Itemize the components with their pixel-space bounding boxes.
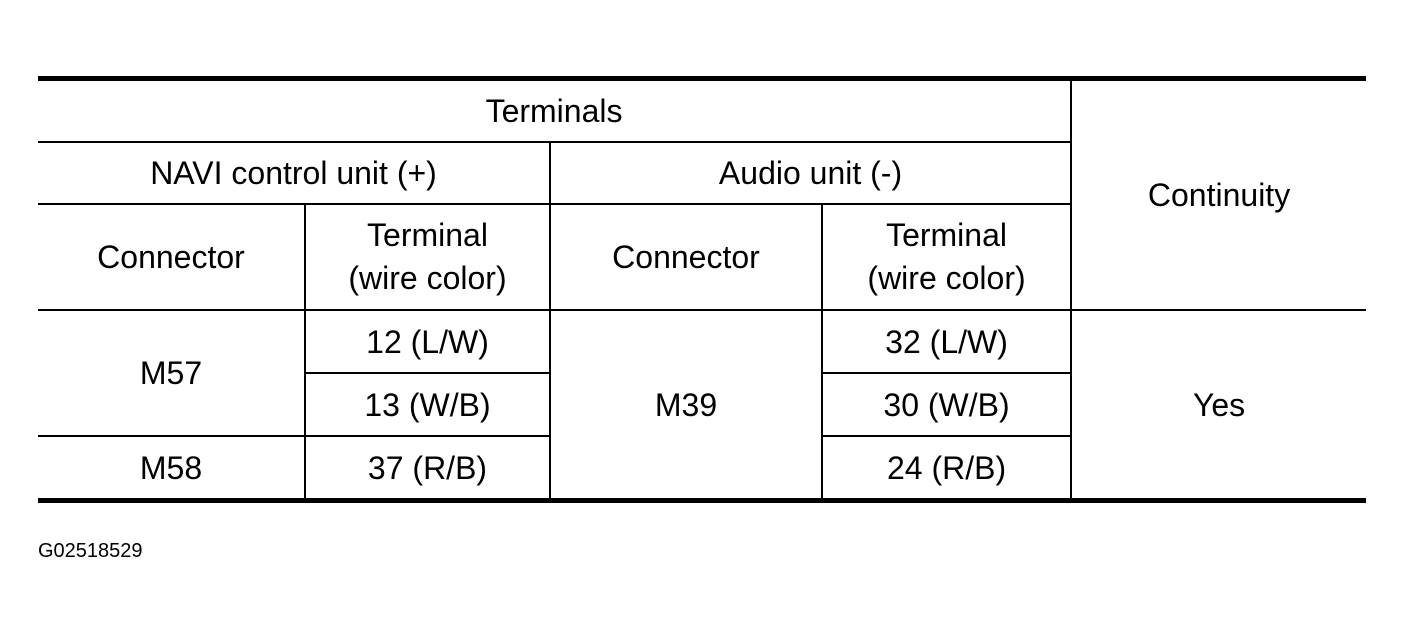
table-row: M58 37 (R/B) 24 (R/B) — [38, 435, 1366, 502]
terminal-continuity-table: Terminals Continuity NAVI control unit (… — [38, 76, 1367, 503]
table-row: 13 (W/B) 30 (W/B) — [38, 372, 1366, 437]
audio-terminal-cell: 32 (L/W) — [820, 309, 1073, 374]
navi-connector-m57: M57 — [38, 309, 306, 437]
navi-terminal-cell: 13 (W/B) — [305, 372, 551, 437]
audio-terminal-cell: 30 (W/B) — [820, 372, 1073, 437]
audio-terminal-header-line1: Terminal — [886, 217, 1007, 253]
audio-unit-header: Audio unit (-) — [548, 141, 1073, 205]
audio-connector-header: Connector — [549, 203, 823, 311]
audio-terminal-header: Terminal (wire color) — [820, 203, 1073, 311]
audio-connector-m39: M39 — [549, 309, 823, 502]
terminals-header: Terminals — [38, 77, 1073, 143]
navi-terminal-header: Terminal (wire color) — [304, 203, 551, 311]
continuity-value: Yes — [1070, 309, 1367, 502]
navi-terminal-header-line2: (wire color) — [348, 260, 507, 296]
audio-terminal-cell: 24 (R/B) — [820, 435, 1073, 502]
navi-connector-m58: M58 — [38, 435, 306, 502]
figure-id: G02518529 — [38, 540, 143, 562]
navi-terminal-cell: 12 (L/W) — [304, 309, 551, 374]
continuity-header: Continuity — [1070, 77, 1367, 311]
navi-control-unit-header: NAVI control unit (+) — [38, 141, 551, 205]
audio-terminal-header-line2: (wire color) — [867, 260, 1026, 296]
navi-terminal-cell: 37 (R/B) — [304, 435, 551, 502]
navi-terminal-header-line1: Terminal — [367, 217, 488, 253]
table-row: M57 12 (L/W) M39 32 (L/W) Yes — [38, 309, 1367, 502]
navi-connector-header: Connector — [38, 203, 306, 311]
